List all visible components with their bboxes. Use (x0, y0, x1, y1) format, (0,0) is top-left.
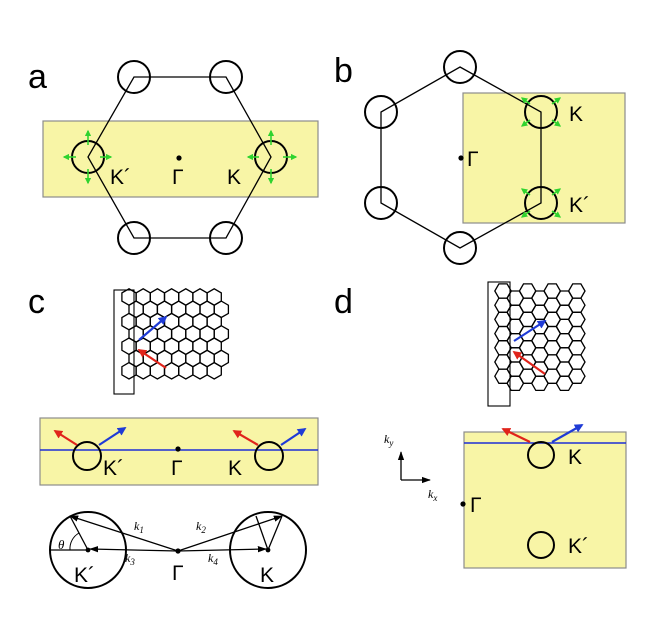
lattice-hexagon (567, 311, 586, 328)
panel-b-valley-circle (524, 95, 558, 129)
lattice-hexagon (567, 325, 586, 342)
panel-c-graphene-lattice (121, 288, 230, 380)
panel-c-kprime-circle (72, 441, 102, 471)
lattice-hexagon (192, 361, 208, 380)
panel-c-blue-arrow (138, 315, 168, 341)
panel-c-theta-label: θ (58, 537, 65, 552)
lattice-hexagon (567, 283, 586, 299)
panel-d-ky-label: ky (384, 432, 393, 448)
lattice-hexagon (567, 354, 586, 370)
panel-d-red-arrow (501, 428, 531, 443)
panel-b-valley-circle (364, 186, 398, 220)
panel-a-gamma-label: Γ (172, 166, 184, 189)
lattice-hexagon (567, 368, 586, 384)
panel-d-k-circle (527, 441, 555, 469)
panel-a-k-label: K (227, 166, 241, 189)
panel-a-letter: a (28, 58, 47, 96)
panel-b-kprime-label: K´ (569, 194, 590, 217)
panel-b-gamma-dot (458, 155, 464, 161)
panel-c-lower-kprime-label: K´ (74, 564, 95, 587)
panel-d-gamma-label: Γ (470, 494, 482, 517)
panel-d-highlight-box (463, 431, 627, 569)
panel-d: d Γ K K´ ky kx (334, 281, 627, 569)
panel-c-vector-k2 (177, 515, 283, 552)
panel-c-radius-line (255, 515, 269, 551)
panel-b-valley-circle (443, 231, 477, 265)
panel-a-green-arrows-right (246, 129, 298, 185)
panel-c-k-label: K (228, 457, 242, 480)
panel-c-gamma-label: Γ (171, 457, 183, 480)
panel-c-red-arrow (137, 349, 167, 369)
panel-b: b Γ K K´ (334, 50, 626, 265)
panel-c-blue-arrow (98, 427, 127, 446)
panel-b-green-arrows-top (520, 97, 562, 127)
panel-c-kprime-center-dot (85, 547, 91, 553)
panel-b-highlight-box (462, 92, 626, 224)
panel-c-lower-k-label: K (260, 564, 274, 587)
panel-c-red-arrow (53, 430, 78, 446)
lattice-hexagon (567, 297, 586, 313)
lattice-hexagon (135, 361, 151, 380)
panel-a-valley-circle (117, 60, 151, 94)
panel-c-k-center-dot (265, 547, 271, 553)
panel-c-theta-arc (69, 532, 80, 551)
panel-c-lower-gamma-label: Γ (172, 562, 184, 585)
panel-c-letter: c (28, 283, 45, 321)
panel-d-letter: d (334, 283, 353, 321)
panel-b-k-label: K (569, 103, 583, 126)
panel-c-k3-label: k3 (125, 551, 135, 567)
panel-a-valley-circle (209, 60, 243, 94)
panel-c-vector-k4 (177, 546, 267, 553)
panel-c-red-arrow (232, 430, 259, 446)
panel-d-kprime-label: K´ (568, 535, 589, 558)
panel-c-edge-box (113, 289, 135, 395)
panel-a: a Γ K´ K (28, 58, 319, 255)
panel-d-kx-label: kx (428, 487, 437, 503)
panel-c-k-circle (254, 441, 284, 471)
panel-a-valley-circle (209, 221, 243, 255)
lattice-hexagon (206, 361, 222, 380)
panel-d-edge-box (487, 281, 511, 407)
panel-a-kprime-label: K´ (110, 166, 131, 189)
panel-b-green-arrows-bottom (520, 188, 562, 218)
panel-d-red-arrow (512, 350, 546, 375)
panel-a-brillouin-zone (87, 76, 272, 239)
panel-d-blue-arrow (551, 424, 584, 443)
panel-c: c Γ K´ K θ k1 k2 k3 k4 (28, 283, 319, 589)
panel-a-gamma-dot (176, 155, 182, 161)
panel-c-vector-k1 (69, 515, 179, 552)
panel-c-k2-label: k2 (196, 519, 206, 535)
panel-d-kprime-circle (527, 531, 555, 559)
panel-b-gamma-label: Γ (467, 148, 479, 171)
panel-c-highlight-box (39, 417, 319, 486)
panel-c-k1-label: k1 (134, 519, 144, 535)
panel-b-valley-circle (443, 50, 477, 84)
panel-b-valley-circle (524, 186, 558, 220)
lattice-hexagon (163, 361, 180, 380)
panel-b-brillouin-zone (380, 66, 542, 249)
panel-c-radius-line (267, 515, 283, 551)
panel-c-blue-arrow (280, 428, 307, 446)
panel-c-k4-label: k4 (208, 551, 218, 567)
panel-d-k-label: K (568, 446, 582, 469)
panel-a-green-arrows-left (62, 129, 113, 185)
lattice-hexagon (567, 340, 586, 356)
panel-d-graphene-lattice (494, 283, 586, 392)
panel-b-valley-circle (364, 95, 398, 129)
panel-d-gamma-dot (460, 501, 466, 507)
panel-c-gamma-dot (175, 446, 181, 452)
panel-c-lower-gamma-dot (175, 548, 181, 554)
panel-c-kprime-label: K´ (103, 457, 124, 480)
panel-b-letter: b (334, 52, 353, 90)
panel-c-vector-k3 (89, 546, 179, 553)
panel-a-valley-circle (117, 221, 151, 255)
lattice-hexagon (178, 361, 194, 380)
panel-d-blue-arrow (513, 320, 547, 342)
